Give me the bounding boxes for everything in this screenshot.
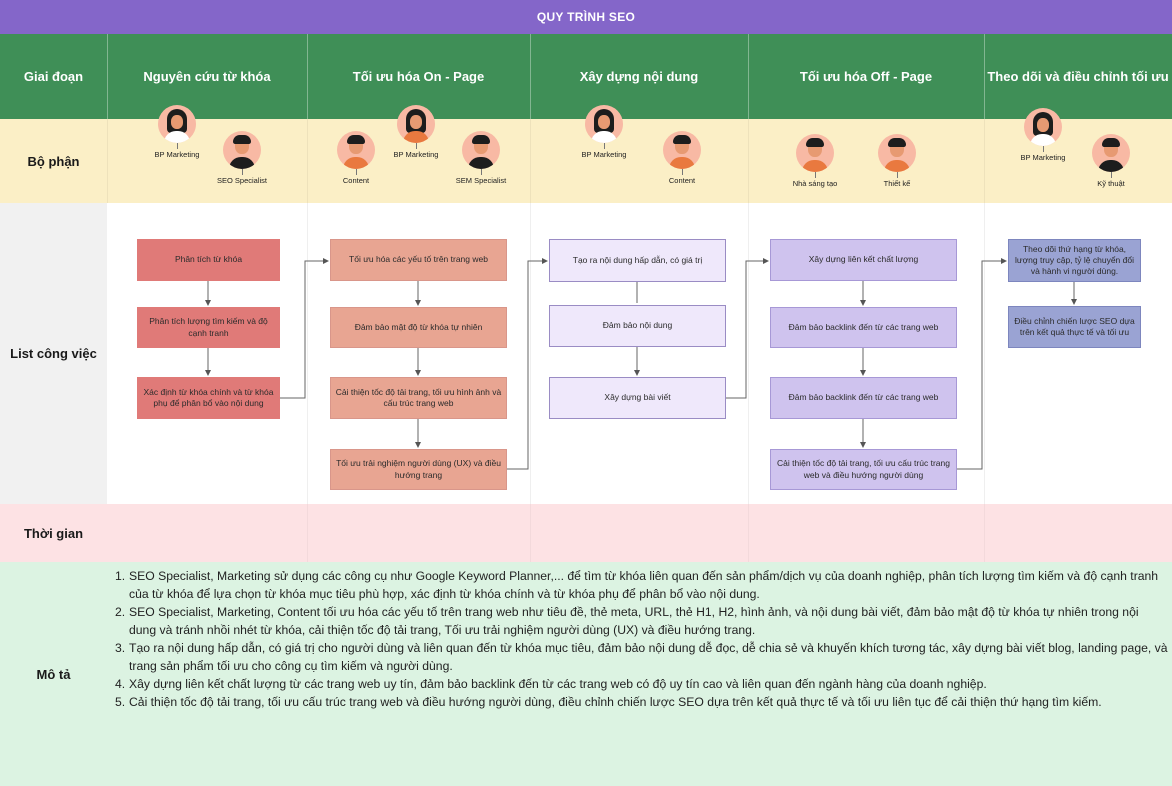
department-row: Bộ phận BP Marketing SEO Specialist Cont… bbox=[0, 105, 1172, 203]
department-row-label: Bộ phận bbox=[27, 153, 80, 169]
time-row: Thời gian bbox=[0, 504, 1172, 562]
task-box: Đảm bảo mật độ từ khóa tự nhiên bbox=[330, 307, 507, 348]
person-label: BP Marketing bbox=[581, 150, 627, 159]
person-label: Thiết kế bbox=[883, 179, 911, 188]
woman-avatar-icon bbox=[585, 105, 623, 143]
task-box: Cải thiện tốc độ tải trang, tối ưu cấu t… bbox=[770, 449, 957, 490]
stage-monitor: Theo dõi và điều chỉnh tối ưu bbox=[987, 69, 1169, 84]
task-box: Đảm bảo backlink đến từ các trang web bbox=[770, 377, 957, 419]
description-item: Cải thiện tốc độ tải trang, tối ưu cấu t… bbox=[115, 693, 1102, 711]
man-avatar-icon bbox=[878, 134, 916, 172]
person-label: SEM Specialist bbox=[455, 176, 507, 185]
task-box: Đảm bảo nội dung bbox=[549, 305, 726, 347]
description-row-label: Mô tả bbox=[36, 666, 71, 682]
description-row: Mô tả SEO Specialist, Marketing sử dụng … bbox=[0, 562, 1172, 786]
page-title: QUY TRÌNH SEO bbox=[0, 0, 1172, 34]
person-bp-marketing: BP Marketing bbox=[564, 105, 644, 159]
woman-avatar-icon bbox=[1024, 108, 1062, 146]
stage-row-label: Giai đoạn bbox=[23, 69, 84, 84]
task-box: Phân tích từ khóa bbox=[137, 239, 280, 281]
description-list: SEO Specialist, Marketing sử dụng các cô… bbox=[115, 567, 1169, 711]
stage-keyword-research: Nguyên cứu từ khóa bbox=[143, 69, 271, 84]
task-box: Theo dõi thứ hạng từ khóa, lượng truy cậ… bbox=[1008, 239, 1141, 282]
man-avatar-icon bbox=[462, 131, 500, 169]
task-row-label: List công việc bbox=[0, 203, 107, 504]
stage-content: Xây dựng nội dung bbox=[579, 69, 699, 84]
time-row-label: Thời gian bbox=[23, 525, 84, 541]
task-box: Tối ưu hóa các yếu tố trên trang web bbox=[330, 239, 507, 281]
stage-offpage: Tối ưu hóa Off - Page bbox=[799, 69, 933, 84]
man-avatar-icon bbox=[223, 131, 261, 169]
person-content: Content bbox=[642, 131, 722, 185]
stage-onpage: Tối ưu hóa On - Page bbox=[352, 69, 485, 84]
task-box: Xây dựng liên kết chất lượng bbox=[770, 239, 957, 281]
task-box: Phân tích lượng tìm kiếm và độ cạnh tran… bbox=[137, 307, 280, 348]
task-box: Xây dựng bài viết bbox=[549, 377, 726, 419]
person-label: SEO Specialist bbox=[216, 176, 268, 185]
description-item: SEO Specialist, Marketing, Content tối ư… bbox=[115, 603, 1139, 637]
person-label: Kỹ thuật bbox=[1097, 179, 1125, 188]
task-row: List công việc bbox=[0, 203, 1172, 504]
description-item: Xây dựng liên kết chất lượng từ các tran… bbox=[115, 675, 987, 693]
person-bp-marketing: BP Marketing bbox=[1003, 108, 1083, 162]
man-avatar-icon bbox=[796, 134, 834, 172]
person-label: BP Marketing bbox=[1020, 153, 1066, 162]
task-box: Đảm bảo backlink đến từ các trang web bbox=[770, 307, 957, 348]
description-item: Tạo ra nội dung hấp dẫn, có giá trị cho … bbox=[115, 639, 1168, 673]
person-content: Content bbox=[316, 131, 396, 185]
person-bp-marketing: BP Marketing bbox=[376, 105, 456, 159]
person-label: Content bbox=[342, 176, 370, 185]
stage-row: Giai đoạn Nguyên cứu từ khóa Tối ưu hóa … bbox=[0, 34, 1172, 119]
person-engineer: Kỹ thuật bbox=[1071, 134, 1151, 188]
man-avatar-icon bbox=[663, 131, 701, 169]
person-label: BP Marketing bbox=[393, 150, 439, 159]
person-creator: Nhà sáng tạo bbox=[775, 134, 855, 188]
task-box: Tối ưu trải nghiệm người dùng (UX) và đi… bbox=[330, 449, 507, 490]
task-box: Cải thiện tốc độ tải trang, tối ưu hình … bbox=[330, 377, 507, 419]
person-designer: Thiết kế bbox=[857, 134, 937, 188]
woman-avatar-icon bbox=[158, 105, 196, 143]
person-seo-specialist: SEO Specialist bbox=[202, 131, 282, 185]
person-label: Content bbox=[668, 176, 696, 185]
person-label: BP Marketing bbox=[154, 150, 200, 159]
description-item: SEO Specialist, Marketing sử dụng các cô… bbox=[115, 567, 1159, 601]
task-box: Xác định từ khóa chính và từ khóa phụ để… bbox=[137, 377, 280, 419]
task-box: Tạo ra nội dung hấp dẫn, có giá trị bbox=[549, 239, 726, 282]
person-sem-specialist: SEM Specialist bbox=[441, 131, 521, 185]
person-bp-marketing: BP Marketing bbox=[137, 105, 217, 159]
woman-avatar-icon bbox=[397, 105, 435, 143]
man-avatar-icon bbox=[337, 131, 375, 169]
task-box: Điều chỉnh chiến lược SEO dựa trên kết q… bbox=[1008, 306, 1141, 348]
person-label: Nhà sáng tạo bbox=[792, 179, 838, 188]
man-avatar-icon bbox=[1092, 134, 1130, 172]
